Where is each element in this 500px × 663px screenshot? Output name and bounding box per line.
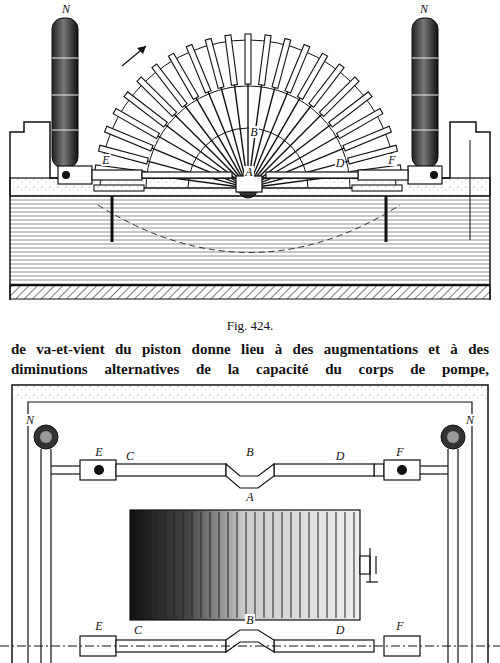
- part-letter: B: [245, 614, 254, 626]
- wheel-plan: [130, 510, 360, 620]
- pump-pipe: [111, 196, 114, 242]
- pump-assembly: [80, 630, 420, 656]
- body-text: de va-et-vient du piston donne lieu à de…: [10, 342, 490, 357]
- part-letter: N: [61, 3, 71, 15]
- wheel-paddles: [138, 512, 354, 618]
- crank: [360, 548, 378, 582]
- part-letter: C: [133, 624, 143, 636]
- water-hatching: [10, 200, 490, 280]
- part-letter: N: [419, 3, 429, 15]
- part-letter: N: [465, 414, 475, 426]
- elevation-view: [10, 18, 490, 300]
- air-column: [412, 18, 438, 168]
- part-letter: B: [245, 446, 254, 458]
- part-letter: C: [125, 450, 135, 462]
- wheel-immersed-outline: [98, 205, 400, 253]
- part-letter: F: [387, 154, 396, 166]
- plan-view: [0, 385, 500, 663]
- part-letter: E: [94, 446, 103, 458]
- part-letter: E: [101, 154, 110, 166]
- part-letter: F: [395, 620, 404, 632]
- part-letter: F: [395, 446, 404, 458]
- pipes: [41, 449, 458, 663]
- pump-assembly: [80, 460, 420, 488]
- air-column: [52, 18, 78, 168]
- channel-bed: [10, 285, 490, 299]
- rotation-arrow: [122, 46, 146, 66]
- part-letter: D: [335, 624, 346, 636]
- pump-pipe: [385, 196, 388, 242]
- pump-bodies: [58, 166, 442, 192]
- section-line: [0, 646, 500, 647]
- part-letter: E: [94, 620, 103, 632]
- part-letter: D: [335, 157, 346, 169]
- wall-line: [470, 140, 471, 240]
- part-letter: N: [25, 414, 35, 426]
- part-letter: B: [249, 126, 258, 138]
- part-letter: A: [245, 491, 254, 503]
- figure-caption: Fig. 424.: [226, 319, 275, 332]
- part-letter: D: [335, 450, 346, 462]
- body-text: diminutions alternatives de la capacité …: [10, 362, 490, 377]
- part-letter: A: [244, 166, 253, 178]
